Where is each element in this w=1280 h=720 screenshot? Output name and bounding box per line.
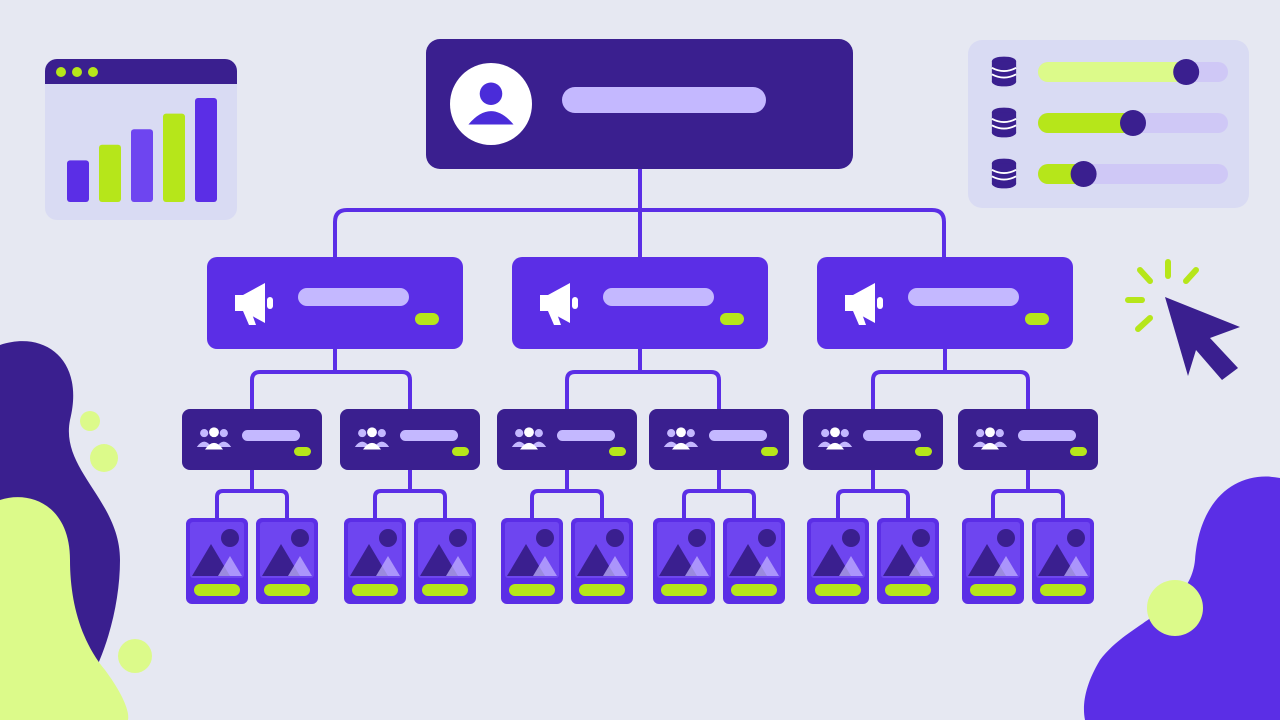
status-badge [915,447,932,456]
ad-card[interactable] [186,518,248,604]
ad-group-label-placeholder [242,430,300,441]
ad-group-node[interactable] [803,409,943,470]
ad-label-placeholder [731,584,777,596]
image-icon [192,529,242,576]
ad-label-placeholder [352,584,398,596]
slider-knob[interactable] [1173,59,1200,85]
bar-chart-icon [67,98,217,202]
chart-bar [99,144,121,202]
ad-label-placeholder [885,584,931,596]
ad-label-placeholder [579,584,625,596]
slider-fill [1038,113,1133,133]
ad-label-placeholder [1040,584,1086,596]
user-avatar-icon [450,63,532,145]
image-icon [813,529,863,576]
image-icon [729,529,779,576]
campaign-node[interactable] [817,257,1073,349]
image-icon [1038,529,1088,576]
ad-group-label-placeholder [557,430,615,441]
ad-card[interactable] [256,518,318,604]
ad-card[interactable] [653,518,715,604]
database-icon [990,55,1018,88]
ad-label-placeholder [422,584,468,596]
chart-bar [163,113,185,202]
slider-row [990,55,1228,88]
ad-group-node[interactable] [497,409,637,470]
status-badge [720,313,744,325]
image-icon [883,529,933,576]
ad-group-node[interactable] [182,409,322,470]
ad-card[interactable] [344,518,406,604]
image-icon [507,529,557,576]
database-icon [990,106,1018,139]
window-dot-icon [72,67,82,77]
ad-label-placeholder [509,584,555,596]
campaign-label-placeholder [603,288,714,306]
left-lime-dot [90,444,118,472]
hierarchy-connectors [215,169,1065,518]
ad-group-label-placeholder [863,430,921,441]
slider-row [990,157,1228,190]
root-node[interactable] [426,39,853,169]
decorative-blobs [0,341,1280,720]
chart-bar [67,160,89,202]
ad-card[interactable] [962,518,1024,604]
ad-card[interactable] [807,518,869,604]
root-label-placeholder [562,87,766,113]
campaign-node[interactable] [512,257,768,349]
analytics-window [45,59,237,220]
status-badge [1025,313,1049,325]
ad-label-placeholder [194,584,240,596]
status-badge [609,447,626,456]
image-icon [659,529,709,576]
status-badge [294,447,311,456]
slider-panel [968,40,1249,208]
image-icon [968,529,1018,576]
ad-group-node[interactable] [340,409,480,470]
ad-card[interactable] [1032,518,1094,604]
ad-card[interactable] [571,518,633,604]
image-icon [350,529,400,576]
database-icon [990,157,1018,190]
chart-bar [195,98,217,202]
cursor-click-icon [1125,259,1240,380]
ad-card[interactable] [414,518,476,604]
ad-group-label-placeholder [400,430,458,441]
status-badge [1070,447,1087,456]
slider-row [990,106,1228,139]
bottom-lime-dot [118,639,152,673]
campaign-label-placeholder [908,288,1019,306]
campaign-node[interactable] [207,257,463,349]
window-dot-icon [56,67,66,77]
ad-card[interactable] [501,518,563,604]
status-badge [761,447,778,456]
slider-knob[interactable] [1120,110,1146,136]
ad-group-label-placeholder [1018,430,1076,441]
right-lime-dot [1147,580,1203,636]
left-lime-dot-small [80,411,100,431]
ad-group-node[interactable] [958,409,1098,470]
chart-bar [131,129,153,202]
slider-knob[interactable] [1070,161,1097,187]
slider-fill [1038,62,1187,82]
ad-group-node[interactable] [649,409,789,470]
left-lime-blob [0,497,129,720]
ad-label-placeholder [815,584,861,596]
ad-card[interactable] [877,518,939,604]
ad-label-placeholder [661,584,707,596]
ad-card[interactable] [723,518,785,604]
ad-label-placeholder [970,584,1016,596]
ad-label-placeholder [264,584,310,596]
campaign-label-placeholder [298,288,409,306]
status-badge [415,313,439,325]
window-dot-icon [88,67,98,77]
image-icon [577,529,627,576]
ad-group-label-placeholder [709,430,767,441]
image-icon [262,529,312,576]
status-badge [452,447,469,456]
image-icon [420,529,470,576]
